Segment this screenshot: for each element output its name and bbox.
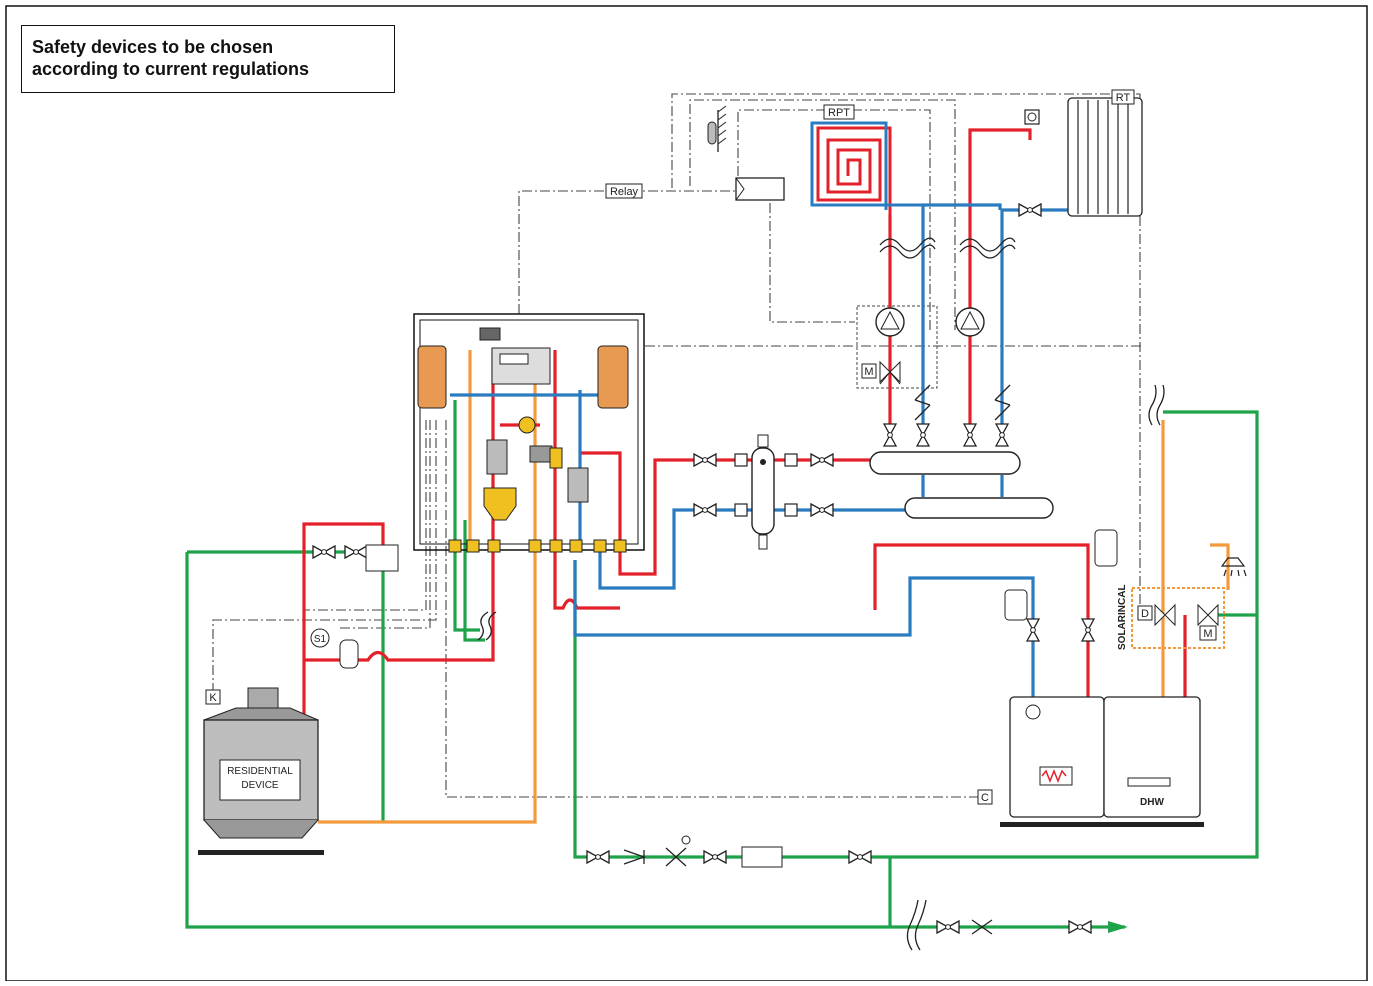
safety-note: Safety devices to be chosen according to… <box>21 25 395 93</box>
hydraulic-separator <box>751 434 775 550</box>
check-valve-icon <box>623 849 646 865</box>
valve-icon <box>1081 618 1095 642</box>
solar-motor-label: M <box>1203 628 1212 640</box>
c-label: C <box>981 792 989 804</box>
mixing-valve-icon: M <box>861 360 901 385</box>
outdoor-sensor-icon <box>707 105 727 152</box>
circulation-pumps <box>875 307 985 337</box>
valve-icon <box>936 920 960 934</box>
d-tag <box>1137 605 1153 621</box>
dhw-label: DHW <box>1140 797 1164 808</box>
radiator <box>1067 97 1143 217</box>
k-tag <box>205 689 221 705</box>
relay-tag <box>605 183 643 199</box>
mix-motor-label: M <box>864 366 873 378</box>
rt-label: RT <box>1116 92 1131 104</box>
control-wiring <box>212 93 1142 798</box>
s1-label: S1 <box>314 634 327 645</box>
unions <box>734 453 798 517</box>
boiler-label-line1: RESIDENTIAL <box>227 766 293 777</box>
radiator-valve-icon <box>1018 203 1042 217</box>
residential-boiler: RESIDENTIAL DEVICE <box>198 687 324 855</box>
relay-box <box>735 177 785 201</box>
pressure-valve-icon <box>665 847 687 867</box>
k-label: K <box>209 692 217 704</box>
valve-icon <box>693 453 717 467</box>
expansion-vessel-icon <box>339 639 359 669</box>
hydraulic-module <box>413 313 645 553</box>
return-collector <box>904 497 1054 519</box>
valve-icon <box>1026 618 1040 642</box>
insulation-right <box>597 345 629 409</box>
module-pump-right <box>567 467 589 503</box>
supply-collector <box>869 451 1021 475</box>
valve-icon <box>703 850 727 864</box>
c-tag <box>977 789 993 805</box>
d-label: D <box>1141 608 1149 620</box>
valve-icon <box>883 423 897 447</box>
safety-group-icon <box>365 544 399 572</box>
boiler-label-line2: DEVICE <box>241 780 279 791</box>
gate-valve-icon <box>971 919 993 935</box>
module-pump-left <box>486 439 508 475</box>
valve-icon <box>1068 920 1092 934</box>
valve-icon <box>586 850 610 864</box>
valve-icon <box>693 503 717 517</box>
thermostatic-head-icon <box>1024 109 1040 125</box>
inlet-arrow-icon <box>1108 921 1128 933</box>
valve-icon <box>963 423 977 447</box>
pipe-breaks <box>477 237 1165 951</box>
solarincal-label: SOLARINCAL <box>1117 584 1128 650</box>
thermostatic-head-dial <box>1027 112 1037 122</box>
dirt-separator <box>483 487 517 521</box>
air-vent-icon <box>1094 529 1118 567</box>
floor-heating-coil <box>810 121 925 215</box>
pressure-gauge <box>681 835 691 845</box>
dhw-storage: DHW <box>1000 696 1204 827</box>
diverter-valve-icon <box>1154 603 1176 627</box>
thermostatic-mixer-icon <box>1197 603 1219 627</box>
valve-icon <box>995 423 1009 447</box>
relay-label: Relay <box>610 186 639 198</box>
rpt-label: RPT <box>828 107 850 119</box>
s1-sensor-icon <box>310 628 330 648</box>
shower-head-icon <box>1220 557 1247 577</box>
valve-icon <box>810 503 834 517</box>
controller-unit <box>491 347 551 385</box>
valve-icon <box>916 423 930 447</box>
insulation-left <box>417 345 447 409</box>
m-tag <box>1199 625 1217 641</box>
safety-note-line1: Safety devices to be chosen <box>32 37 274 57</box>
solarincal-outline <box>1131 587 1225 649</box>
valve-icon <box>344 545 368 559</box>
rpt-tag <box>823 104 855 120</box>
valve-icon <box>810 453 834 467</box>
pressure-reducer-icon <box>741 846 783 868</box>
valve-icon <box>312 545 336 559</box>
sediment-filter-icon <box>1004 589 1028 621</box>
valve-icon <box>848 850 872 864</box>
mixing-group-outline <box>856 305 938 389</box>
safety-note-line2: according to current regulations <box>32 59 310 79</box>
check-valves <box>914 384 1011 421</box>
rt-tag <box>1111 89 1135 105</box>
